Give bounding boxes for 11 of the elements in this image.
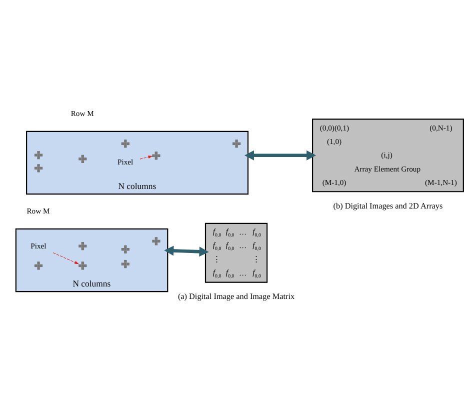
arrow [244, 150, 316, 160]
node-text: Pixel [117, 157, 133, 166]
label: (a) Digital Image and Image Matrix [177, 292, 294, 301]
node-box: (0,0)(0,1) (0,N-1) (1,0) (i,j) Array Element Group (M-1,0) (M-1,N-1) [312, 118, 464, 192]
arrow [164, 246, 208, 257]
label: (b) Digital Images and 2D Arrays [332, 201, 442, 210]
node-label: Row M [26, 206, 50, 216]
node-label: Row M [70, 109, 94, 118]
arrow [139, 156, 152, 160]
arrow [52, 252, 79, 264]
node-text: Pixel [30, 241, 46, 250]
